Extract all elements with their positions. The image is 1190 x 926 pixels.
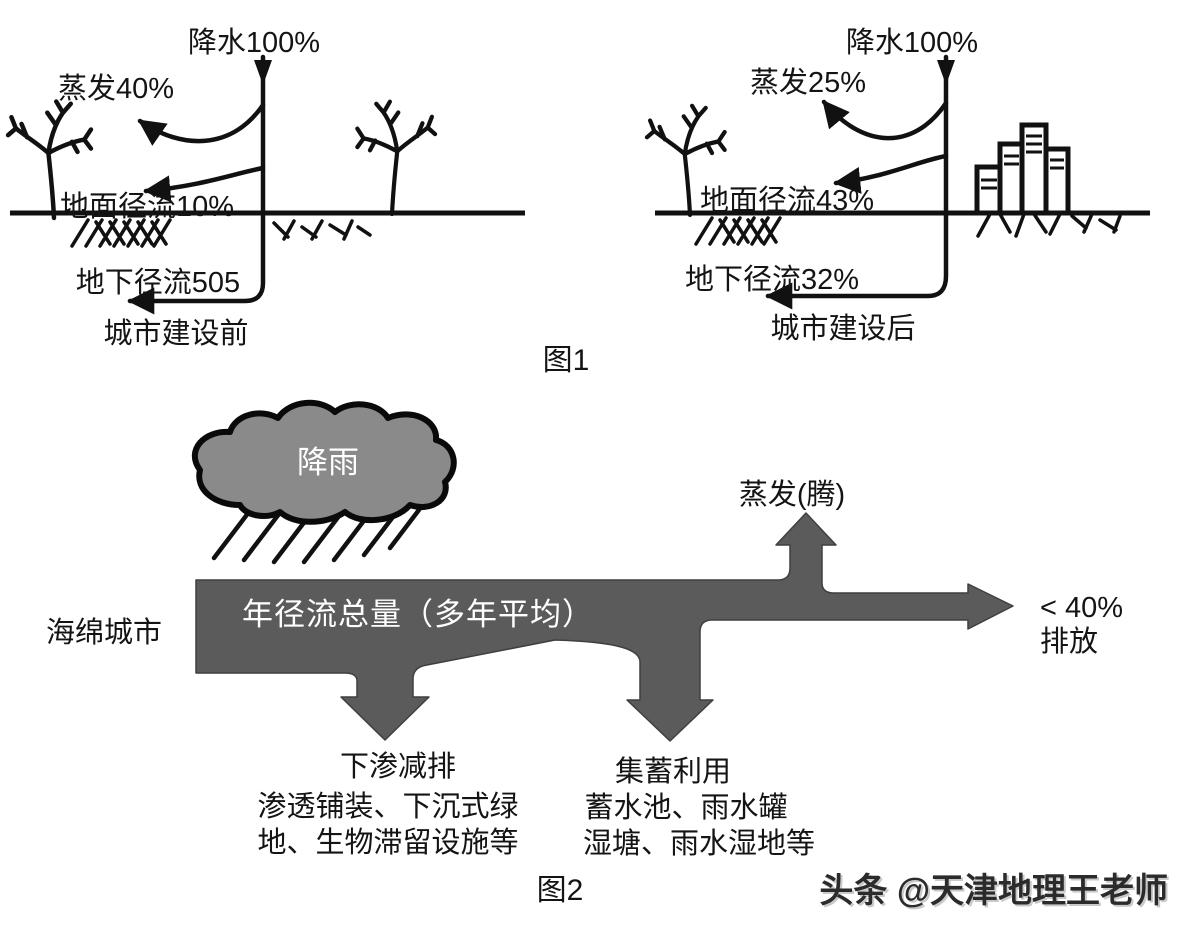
soil-marks — [976, 212, 1122, 238]
storage-desc2: 湿塘、雨水湿地等 — [583, 827, 815, 860]
infiltration-text-block: 下渗减排 渗透铺装、下沉式绿 地、生物滞留设施等 — [257, 750, 518, 859]
flow-line — [127, 54, 266, 315]
cloud-label: 降雨 — [297, 445, 359, 480]
precipitation-label: 降水100% — [846, 26, 978, 59]
infiltration-title: 下渗减排 — [340, 750, 456, 783]
infiltration-desc2: 地、生物滞留设施等 — [257, 826, 518, 859]
flow-band — [195, 512, 1014, 742]
tree-icon — [355, 99, 438, 217]
watermark: 头条 @天津地理王老师 头条 @天津地理王老师 — [819, 872, 1170, 912]
discharge-value: < 40% — [1040, 592, 1123, 624]
surface-runoff-arrow — [143, 165, 266, 203]
evaporation-label: 蒸发40% — [58, 72, 174, 105]
fig1-panel-before: 降水100% 蒸发40% 地面径流10% 地下径流505 城市建设前 — [5, 26, 525, 350]
main-flow-label: 年径流总量（多年平均） — [242, 597, 594, 632]
precipitation-label: 降水100% — [188, 26, 320, 59]
evaporation-arrow — [137, 102, 266, 146]
infiltration-desc1: 渗透铺装、下沉式绿 — [257, 790, 518, 823]
down-arrowhead — [937, 60, 955, 85]
underground-runoff-label: 地下径流32% — [685, 263, 859, 296]
surface-runoff-label: 地面径流43% — [700, 184, 874, 217]
surface-runoff-arrow — [833, 153, 949, 194]
panel-caption: 城市建设前 — [103, 317, 248, 350]
soil-marks — [272, 219, 372, 241]
tree-icon — [5, 99, 94, 221]
evaporation-arrow — [821, 99, 949, 141]
buildings-icon — [974, 122, 1071, 216]
rain-cloud-icon — [191, 399, 457, 525]
underground-runoff-label: 地下径流505 — [76, 266, 240, 299]
tree-icon — [644, 103, 727, 218]
down-arrowhead — [254, 60, 272, 85]
surface-runoff-label: 地面径流10% — [60, 190, 234, 223]
figure1-caption: 图1 — [543, 344, 590, 377]
sponge-city-label: 海绵城市 — [46, 616, 162, 649]
discharge-label: 排放 — [1040, 625, 1098, 658]
storage-title: 集蓄利用 — [615, 755, 731, 788]
evapotranspiration-label: 蒸发(腾) — [739, 478, 845, 511]
watermark-shadow: 头条 @天津地理王老师 — [821, 874, 1170, 912]
soil-hatch — [694, 216, 782, 246]
panel-caption: 城市建设后 — [770, 312, 915, 345]
storage-desc1: 蓄水池、雨水罐 — [584, 791, 787, 824]
soil-hatch — [70, 218, 172, 248]
storage-text-block: 集蓄利用 蓄水池、雨水罐 湿塘、雨水湿地等 — [583, 755, 815, 860]
watermark-text: 头条 @天津地理王老师 — [819, 872, 1168, 910]
fig1-panel-after: 降水100% 蒸发25% 地面径流43% 地下径流32% 城市建设后 — [644, 26, 1150, 345]
fig2-sponge-city: 降雨 年径流总量（多年平均） 海绵城市 蒸发(腾) < 40% 排放 下渗减排 … — [46, 399, 1123, 907]
flow-line — [765, 54, 949, 310]
figure2-caption: 图2 — [537, 874, 584, 907]
evaporation-label: 蒸发25% — [750, 66, 866, 99]
